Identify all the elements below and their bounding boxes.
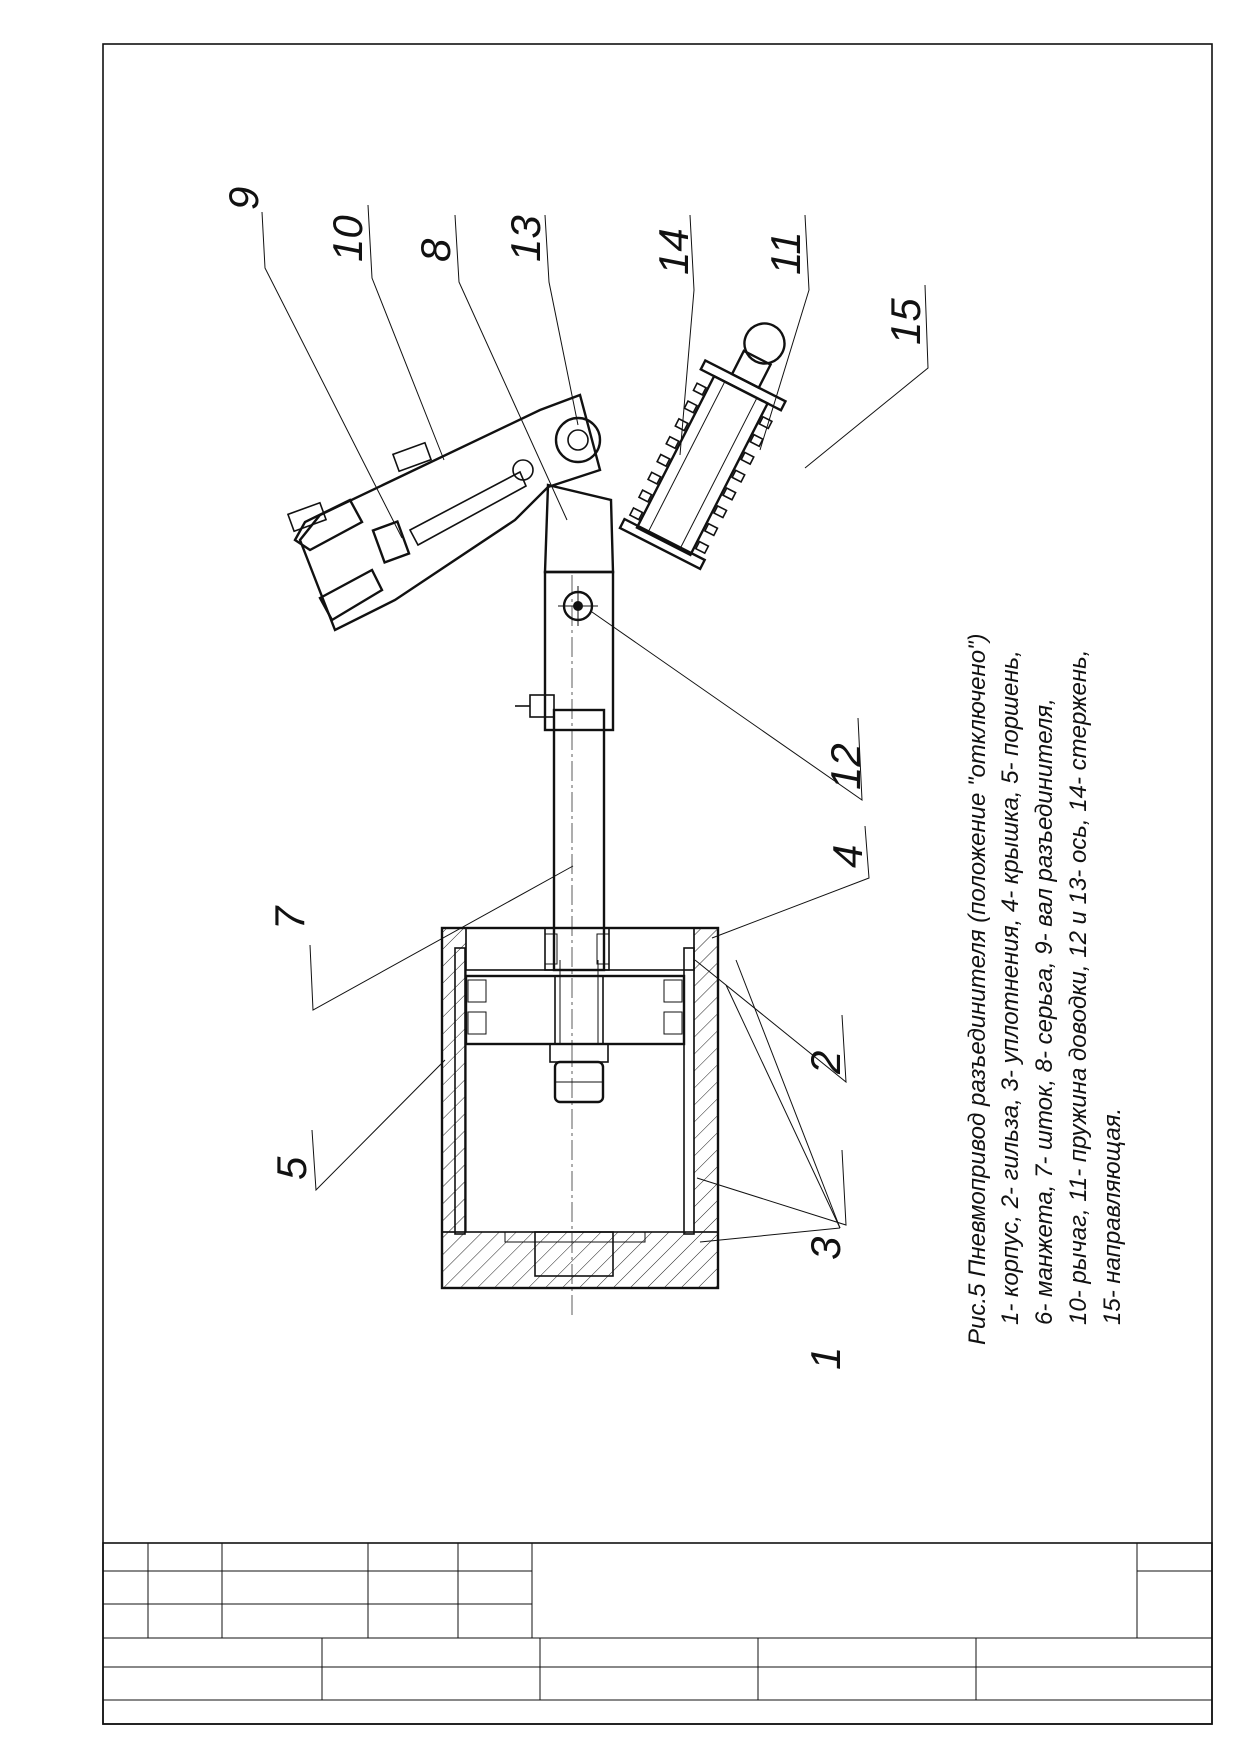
callout-15: 15	[882, 298, 929, 345]
caption-title: Рис.5 Пневмопривод разъединителя (положе…	[964, 633, 991, 1345]
callout-7: 7	[266, 905, 313, 930]
cover	[465, 927, 695, 971]
title-block	[102, 1542, 1213, 1725]
callout-12: 12	[822, 743, 869, 790]
callout-8: 8	[412, 238, 459, 262]
piston	[464, 974, 686, 1104]
callout-14: 14	[650, 228, 697, 275]
pneumatic-drive-drawing: 9 10 8 13 14 11 15 12 4 2 3 1 7 5	[220, 187, 929, 1370]
callout-9: 9	[220, 187, 267, 210]
callouts: 9 10 8 13 14 11 15 12 4 2 3 1 7 5	[220, 187, 929, 1370]
callout-11: 11	[762, 231, 809, 275]
callout-2: 2	[802, 1051, 849, 1075]
piston-rod	[515, 694, 606, 1044]
spring-assembly	[618, 322, 788, 571]
caption-legend-line-2: 6- манжета, 7- шток, 8- серьга, 9- вал р…	[1031, 698, 1058, 1325]
caption-legend-line-1: 1- корпус, 2- гильза, 3- уплотнения, 4- …	[997, 650, 1024, 1325]
callout-5: 5	[268, 1156, 315, 1180]
leader-lines	[261, 204, 929, 1243]
callout-4: 4	[824, 845, 871, 868]
callout-10: 10	[324, 215, 371, 262]
figure-caption: Рис.5 Пневмопривод разъединителя (положе…	[964, 633, 1126, 1345]
caption-legend-line-3: 10- рычаг, 11- пружина доводки, 12 и 13-…	[1065, 650, 1092, 1325]
clevis	[543, 483, 615, 732]
caption-legend-line-4: 15- направляющая.	[1099, 1108, 1126, 1325]
housing	[440, 926, 720, 1290]
lever	[286, 393, 602, 632]
callout-13: 13	[502, 215, 549, 262]
callout-1: 1	[802, 1347, 849, 1370]
callout-3: 3	[802, 1237, 849, 1260]
